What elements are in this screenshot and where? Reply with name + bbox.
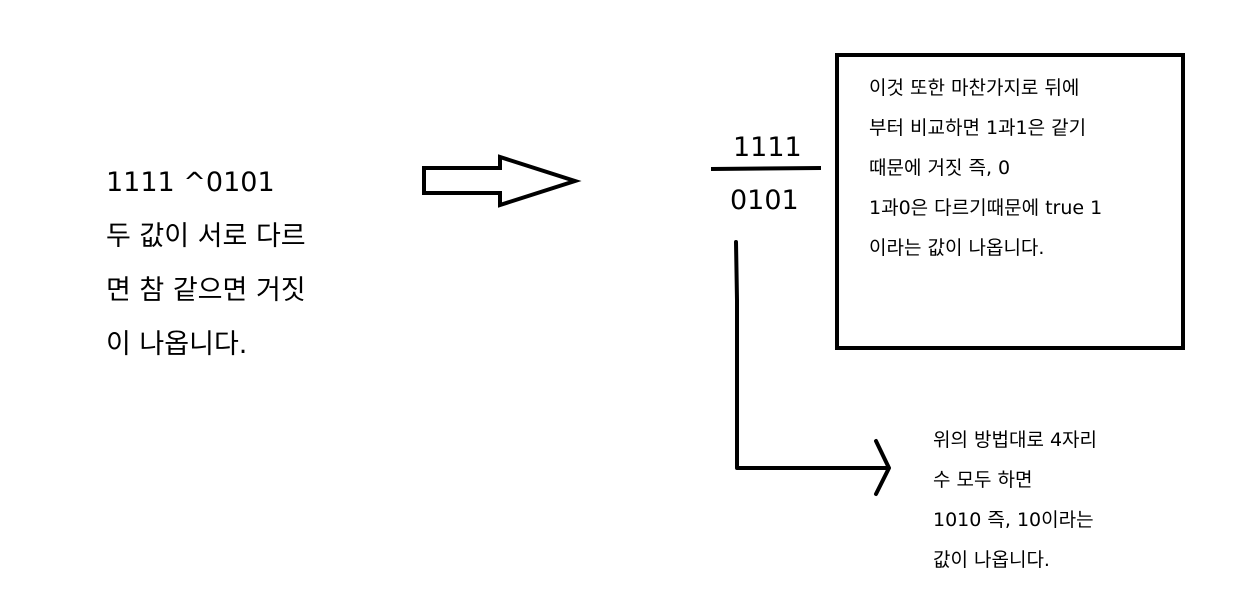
left-note-line: 이 나옵니다. bbox=[106, 329, 248, 360]
calc-bottom-number: 0101 bbox=[730, 185, 799, 216]
arrowhead-icon bbox=[874, 439, 891, 496]
explanation-line: 1과0은 다르기때문에 true 1 bbox=[869, 197, 1103, 219]
result-line: 값이 나옵니다. bbox=[933, 549, 1050, 571]
result-line: 위의 방법대로 4자리 bbox=[933, 429, 1098, 451]
explanation-line: 때문에 거짓 즉, 0 bbox=[869, 157, 1011, 179]
explanation-box bbox=[835, 53, 1185, 350]
connector-line bbox=[734, 240, 889, 470]
left-note-line: 면 참 같으면 거짓 bbox=[106, 275, 306, 306]
hollow-right-arrow-icon bbox=[422, 154, 582, 208]
left-note-line: 두 값이 서로 다르 bbox=[106, 221, 306, 252]
explanation-line: 이것 또한 마찬가지로 뒤에 bbox=[869, 77, 1080, 99]
explanation-line: 이라는 값이 나옵니다. bbox=[869, 237, 1045, 259]
xor-expression: 1111 ^0101 bbox=[106, 167, 275, 198]
result-line: 1010 즉, 10이라는 bbox=[933, 509, 1094, 531]
result-line: 수 모두 하면 bbox=[933, 469, 1033, 491]
explanation-text: 이것 또한 마찬가지로 뒤에 부터 비교하면 1과1은 같기 때문에 거짓 즉,… bbox=[869, 68, 1169, 268]
result-note: 위의 방법대로 4자리 수 모두 하면 1010 즉, 10이라는 값이 나옵니… bbox=[933, 420, 1233, 580]
explanation-line: 부터 비교하면 1과1은 같기 bbox=[869, 117, 1087, 139]
calc-top-number: 1111 bbox=[733, 132, 802, 163]
division-line bbox=[710, 166, 822, 171]
left-note: 1111 ^0101 두 값이 서로 다르 면 참 같으면 거짓 이 나옵니다. bbox=[106, 164, 406, 372]
